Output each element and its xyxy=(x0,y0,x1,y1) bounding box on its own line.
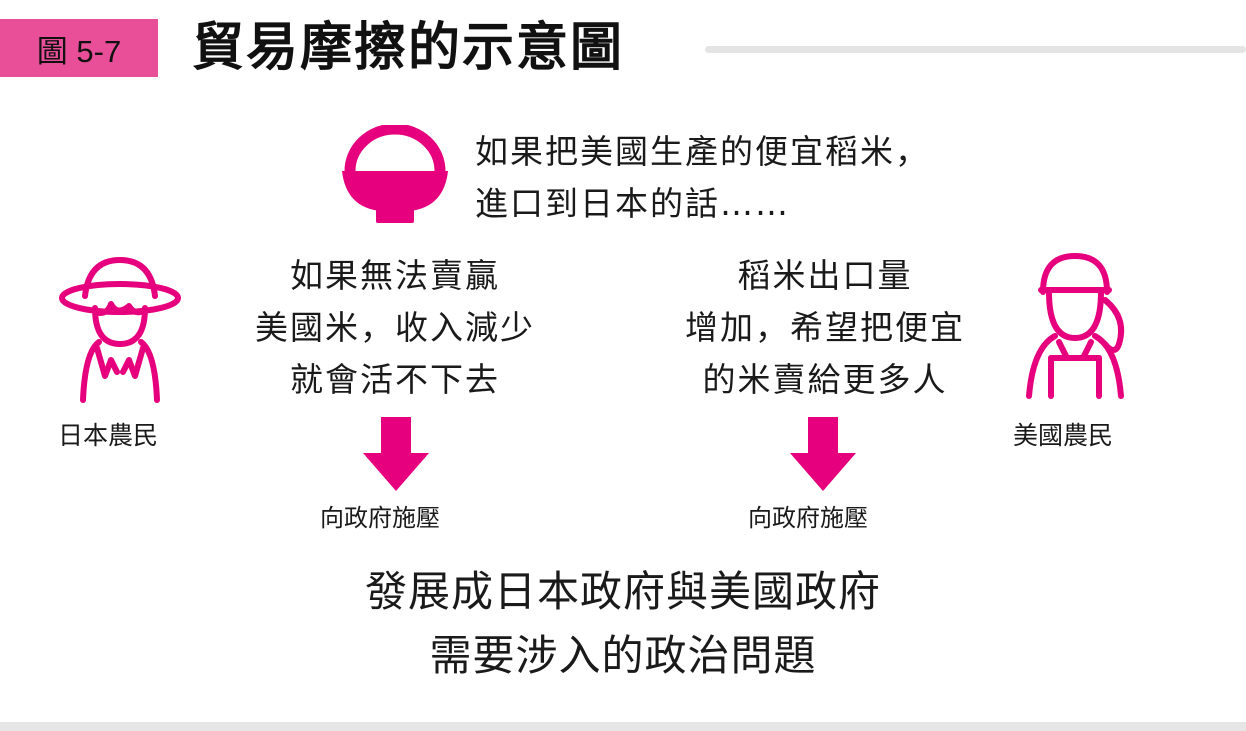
us-pressure-label: 向政府施壓 xyxy=(748,504,868,532)
rice-bowl-icon xyxy=(342,125,448,223)
american-farmer-icon xyxy=(1026,253,1125,399)
conclusion-text: 發展成日本政府與美國政府 需要涉入的政治問題 xyxy=(273,560,973,688)
arrow-down-icon xyxy=(790,417,856,491)
japanese-farmer-icon xyxy=(59,257,181,403)
thought-line: 增加，希望把便宜 xyxy=(685,308,965,347)
thought-line: 美國米，收入減少 xyxy=(255,308,535,347)
japan-farmer-label: 日本農民 xyxy=(58,421,159,450)
arrow-down-icon xyxy=(363,417,429,491)
conclusion-line: 需要涉入的政治問題 xyxy=(429,631,817,680)
thought-line: 如果無法賣贏 xyxy=(290,256,500,295)
title-divider xyxy=(705,46,1246,53)
intro-line: 如果把美國生產的便宜稻米， xyxy=(475,132,930,171)
thought-line: 的米賣給更多人 xyxy=(702,360,948,399)
figure-label: 圖 5-7 xyxy=(0,19,158,77)
japan-pressure-label: 向政府施壓 xyxy=(320,504,440,532)
us-farmer-thought: 稻米出口量 增加，希望把便宜 的米賣給更多人 xyxy=(670,250,980,406)
thought-line: 稻米出口量 xyxy=(737,256,913,295)
bottom-divider xyxy=(0,722,1246,731)
intro-text: 如果把美國生產的便宜稻米， 進口到日本的話…… xyxy=(475,126,930,230)
figure-title: 貿易摩擦的示意圖 xyxy=(192,18,625,78)
japan-farmer-thought: 如果無法賣贏 美國米，收入減少 就會活不下去 xyxy=(240,250,550,406)
conclusion-line: 發展成日本政府與美國政府 xyxy=(364,567,881,616)
us-farmer-label: 美國農民 xyxy=(1013,421,1114,450)
intro-line: 進口到日本的話…… xyxy=(475,184,790,223)
thought-line: 就會活不下去 xyxy=(290,360,500,399)
